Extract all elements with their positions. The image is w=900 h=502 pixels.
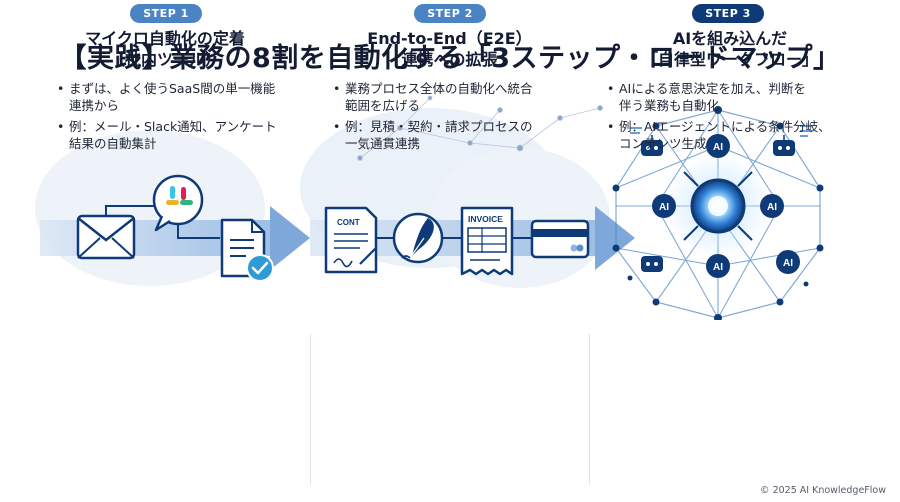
ai-node: AI [652, 194, 676, 218]
svg-text:AI: AI [659, 202, 669, 213]
column-divider [310, 334, 311, 484]
connector-line [105, 205, 158, 216]
ai-node: AI [760, 194, 784, 218]
ai-network-diagram: AI AI AI AI AI [612, 106, 824, 320]
copyright-footer: © 2025 AI KnowledgeFlow [760, 485, 886, 496]
connector-line [177, 224, 220, 239]
robot-icon [641, 256, 663, 272]
contract-label: CONT [337, 218, 360, 227]
svg-text:AI: AI [767, 202, 777, 213]
ai-node: AI [706, 254, 730, 278]
invoice-document-icon: INVOICE [460, 206, 514, 276]
invoice-label: INVOICE [468, 214, 503, 224]
ai-node: AI [776, 250, 800, 274]
step-badge: STEP 1 [130, 4, 202, 23]
bullet-item: 例：AIエージェントによる条件分岐、コンテンツ生成 [606, 118, 831, 152]
quill-signature-icon [392, 212, 444, 264]
step-2-panel: STEP 2 End-to-End（E2E） 連携への拡張 業務プロセス全体の自… [322, 0, 577, 160]
column-divider [589, 334, 590, 484]
credit-card-icon [530, 219, 590, 259]
svg-text:AI: AI [783, 258, 793, 269]
step-3-panel: STEP 3 AIを組み込んだ 「自律型ワークフロー」 AIによる意思決定を加え… [600, 0, 860, 160]
step-badge: STEP 3 [692, 4, 764, 23]
contract-document-icon: CONT [324, 206, 378, 274]
step-1-panel: STEP 1 マイクロ自動化の定着 （社内ツール） まずは、よく使うSaaS間の… [40, 0, 290, 160]
step-title: マイクロ自動化の定着 （社内ツール） [85, 29, 245, 69]
step-title: AIを組み込んだ 「自律型ワークフロー」 [641, 29, 818, 69]
step-badge: STEP 2 [414, 4, 486, 23]
envelope-icon [76, 214, 136, 260]
page-title: 【実践】業務の8割を自動化する「3ステップ・ロードマップ」 [59, 43, 841, 74]
document-check-icon [220, 218, 274, 282]
step-title: End-to-End（E2E） 連携への拡張 [367, 29, 532, 69]
svg-text:AI: AI [713, 262, 723, 273]
